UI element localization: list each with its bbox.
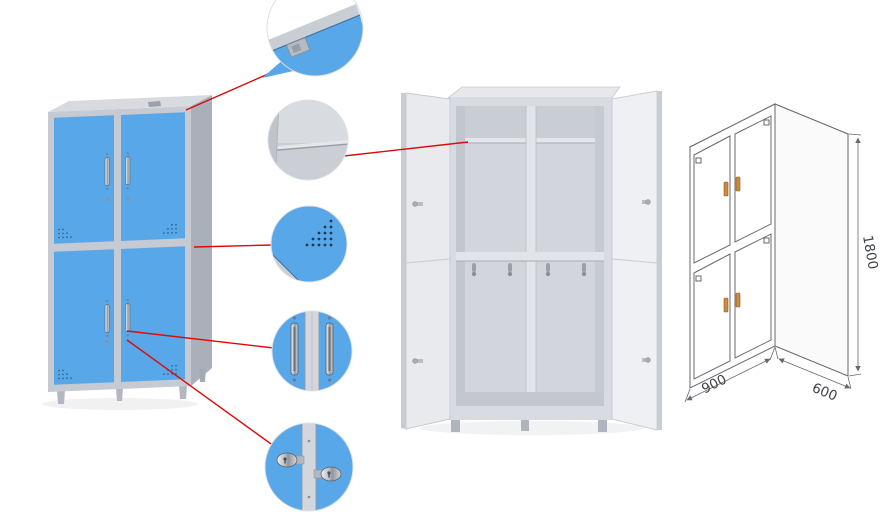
- left-door-lock-1: [412, 201, 418, 207]
- detail-bubble-handles: [271, 310, 353, 392]
- callout-line-handles: [126, 330, 275, 349]
- dimension-lines: [684, 133, 862, 403]
- detail-bubble-vents: [270, 205, 348, 283]
- right-door-lock-2: [645, 357, 651, 363]
- detail-bubble-shelf: [267, 99, 349, 181]
- shelf-right: [536, 138, 595, 143]
- bubble3-outline: [270, 205, 348, 283]
- sketch-door-top-right: [734, 115, 772, 243]
- cabinet-side-face: [191, 95, 212, 386]
- bubble5-center-strip: [302, 423, 316, 511]
- sketch-latch-4: [763, 237, 770, 244]
- sketch-door-bottom-right: [734, 233, 772, 359]
- open-cabinet-top-face: [446, 86, 621, 99]
- door-handles: [104, 156, 131, 333]
- handle-top-right: [125, 156, 131, 185]
- bubble2-back-wall: [268, 100, 348, 148]
- interior-floor-shadow: [456, 392, 604, 406]
- bubble4-outline: [271, 310, 353, 392]
- handle-top-left: [104, 157, 110, 186]
- left-door-edge: [401, 93, 406, 429]
- door-bottom-left: [54, 249, 114, 385]
- lock-top-left: [105, 197, 109, 202]
- bubble4-handle-slot-right: [328, 327, 331, 371]
- depth-dimension-line: [778, 358, 851, 389]
- right-door-lock-arm-1: [642, 200, 648, 204]
- dimension-sketch: [684, 103, 862, 403]
- upper-compartment-right: [536, 106, 595, 138]
- upper-compartment-left: [465, 106, 526, 138]
- left-door-lock-arm-2: [417, 359, 423, 363]
- sketch-handles: [723, 176, 741, 313]
- callout-line-top-latch: [185, 73, 269, 111]
- handle-screws: [106, 152, 129, 338]
- shelf-left: [465, 138, 526, 143]
- sketch-latch-1: [695, 157, 702, 164]
- sketch-latch-2: [763, 119, 770, 126]
- left-door-lock-2: [412, 358, 418, 364]
- bubble5-outline: [264, 422, 354, 512]
- sketch-latch-3: [695, 275, 702, 282]
- open-left-door: [401, 92, 451, 430]
- closed-cabinet: [48, 95, 212, 404]
- handle-bottom-right: [125, 303, 131, 332]
- hanging-hooks: [471, 263, 587, 277]
- bubble2-shelf-edge: [268, 143, 348, 152]
- top-latch: [148, 101, 161, 107]
- bubble5-lock-right: [313, 466, 342, 482]
- right-door-lock-arm-2: [642, 358, 648, 362]
- bubble1-outline: [266, 0, 364, 77]
- open-cabinet: [401, 86, 662, 432]
- bubble3-door-face: [271, 206, 347, 282]
- detail-bubble-top-latch: [262, 0, 364, 78]
- door-top-left: [54, 115, 114, 244]
- bubble1-latch: [285, 37, 311, 58]
- bubble1-top-edge: [267, 4, 360, 55]
- door-locks: [105, 196, 130, 344]
- bubble3-vent-dots: [305, 219, 333, 247]
- open-right-door: [611, 90, 662, 431]
- open-cabinet-legs: [451, 420, 607, 432]
- callout-lines: [126, 73, 469, 450]
- door-bottom-right: [121, 246, 185, 382]
- cabinet-top-face: [48, 95, 212, 112]
- right-door-lock-1: [645, 199, 651, 205]
- right-door-edge: [657, 91, 662, 430]
- open-cabinet-shadow: [420, 421, 644, 435]
- bubble1-door-face: [267, 15, 363, 76]
- bubble2-shelf: [268, 140, 348, 151]
- bubble4-handle-slot-left: [293, 327, 296, 371]
- cabinet-doors: [54, 112, 185, 385]
- sketch-door-top-left: [693, 135, 731, 264]
- lock-top-right: [126, 196, 130, 201]
- callout-line-shelf: [343, 141, 469, 157]
- depth-dimension-label: 600: [810, 380, 840, 405]
- cabinet-legs: [57, 369, 206, 404]
- left-door-lock-arm-1: [417, 202, 423, 206]
- door-top-right: [121, 112, 185, 241]
- sketch-front-face: [689, 103, 776, 389]
- callout-line-vents: [193, 244, 274, 248]
- right-door-seam: [611, 258, 658, 264]
- height-dimension-label: 1800: [859, 234, 880, 271]
- sketch-side-face: [774, 103, 849, 377]
- bubble2-outline: [267, 99, 349, 181]
- detail-bubble-locks: [264, 422, 354, 512]
- bubble1-edge-line: [267, 14, 361, 56]
- ventilation-holes: [58, 223, 181, 380]
- bubble4-screws: [293, 316, 331, 382]
- closed-cabinet-shadow: [42, 398, 198, 410]
- left-door-seam: [405, 258, 451, 264]
- callout-line-locks: [126, 339, 279, 450]
- mid-divider: [456, 252, 604, 261]
- width-dimension-line: [686, 358, 771, 401]
- lock-bottom-left: [105, 339, 109, 344]
- bubble5-lock-left: [276, 452, 305, 468]
- handle-bottom-left: [104, 304, 110, 333]
